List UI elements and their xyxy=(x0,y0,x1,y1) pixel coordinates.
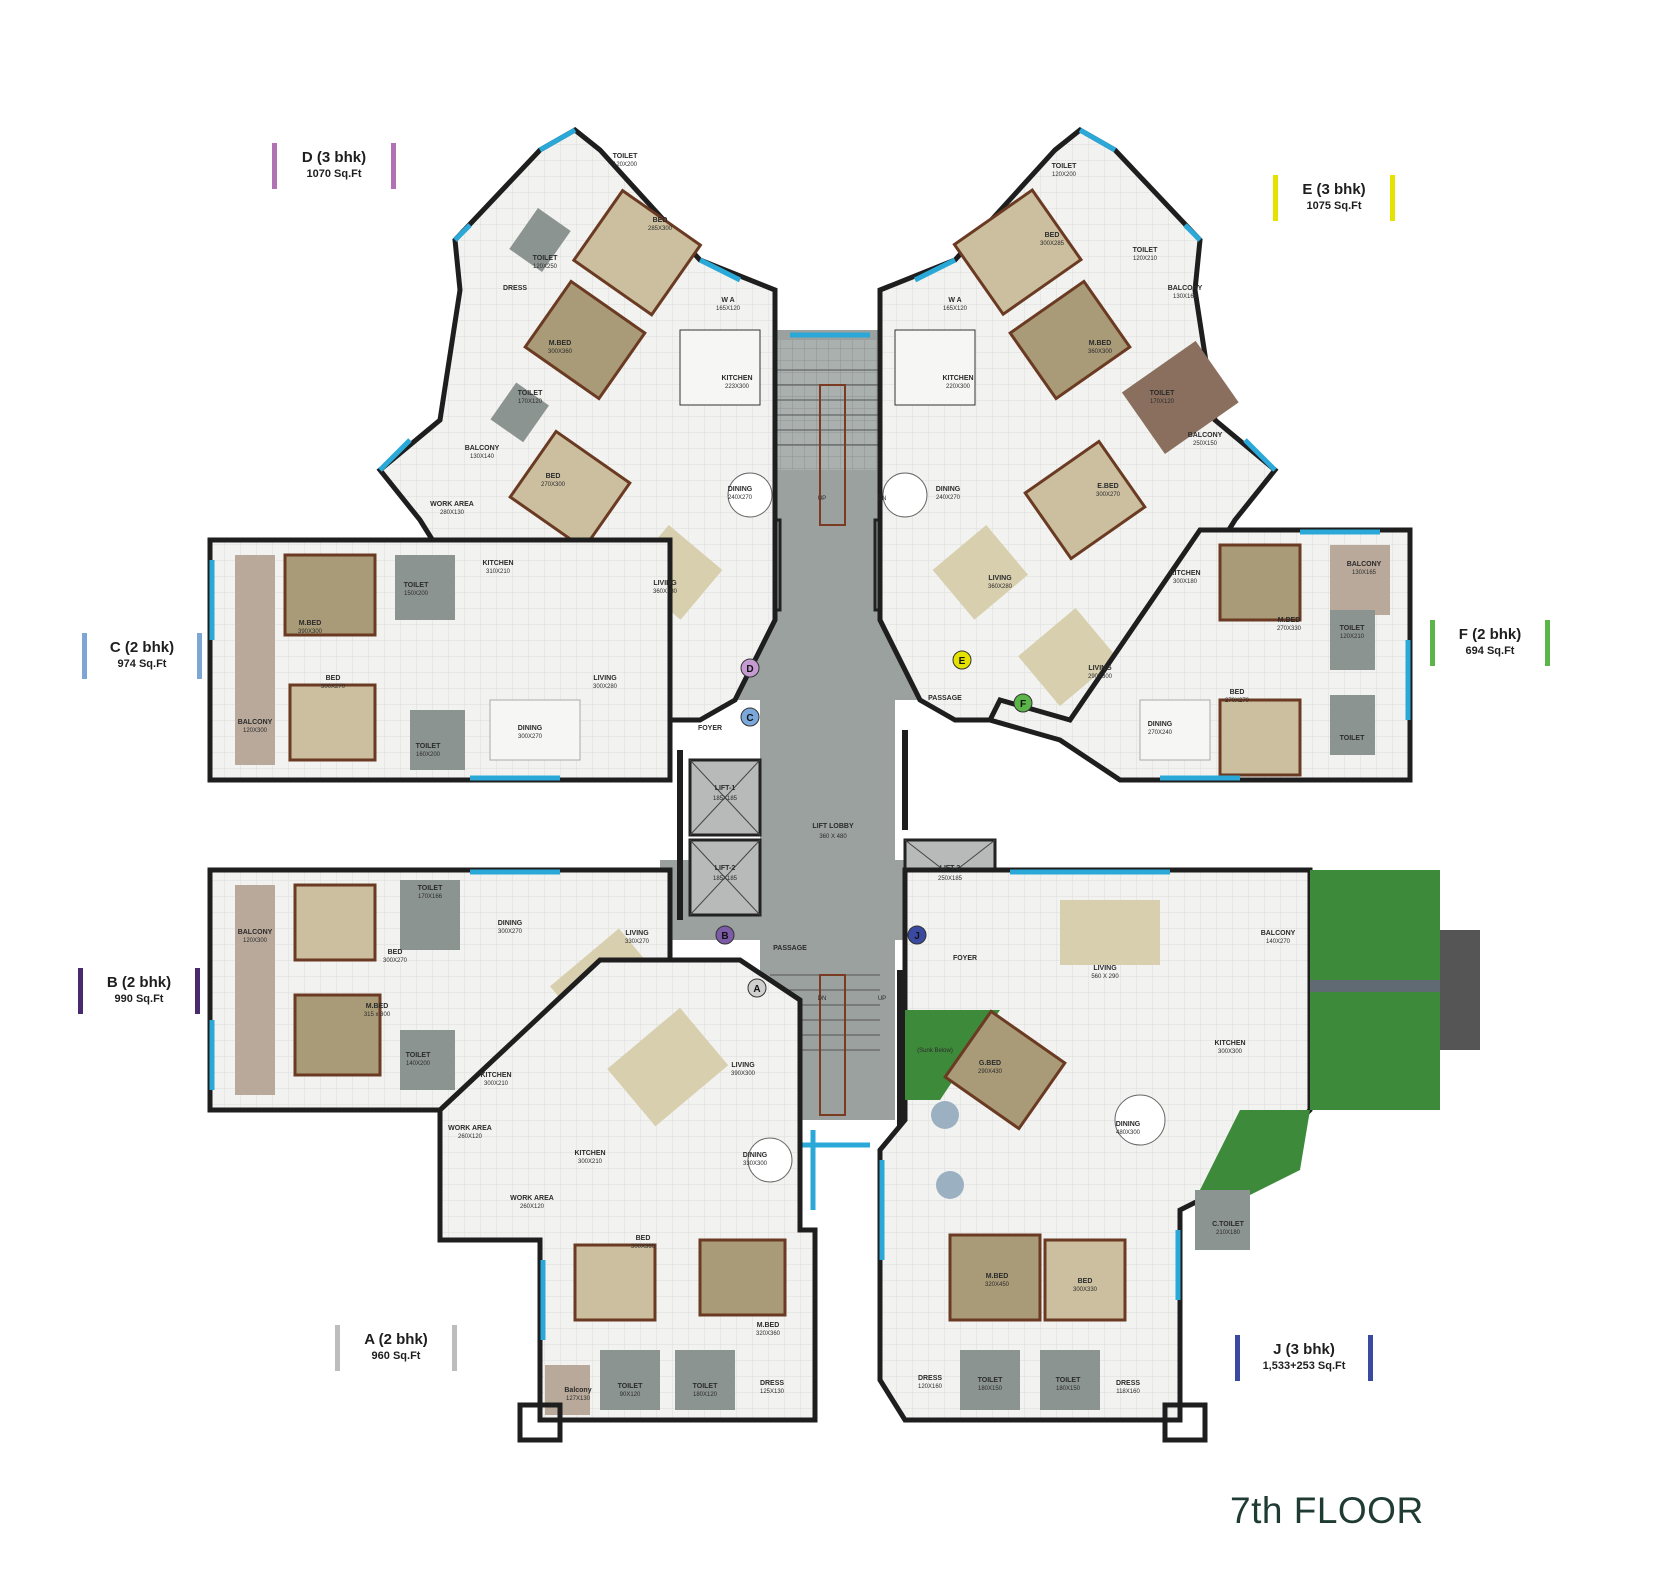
unit-d-type: D (3 bhk) xyxy=(301,149,367,166)
unit-f-plan xyxy=(986,527,1413,783)
unit-f-color-bar xyxy=(1545,620,1550,666)
unit-f-type: F (2 bhk) xyxy=(1458,626,1522,643)
unit-d-label: D (3 bhk) 1070 Sq.Ft xyxy=(272,143,396,189)
unit-b-color-bar xyxy=(78,968,83,1014)
unit-a-plan xyxy=(437,957,818,1443)
unit-b-label: B (2 bhk) 990 Sq.Ft xyxy=(78,968,200,1014)
unit-c-area: 974 Sq.Ft xyxy=(117,658,167,670)
unit-e-color-bar xyxy=(1273,175,1278,221)
unit-c-color-bar xyxy=(82,633,87,679)
unit-d-color-bar xyxy=(391,143,396,189)
unit-j-plan xyxy=(877,867,1480,1443)
unit-f-label: F (2 bhk) 694 Sq.Ft xyxy=(1430,620,1550,666)
unit-a-type: A (2 bhk) xyxy=(364,1331,428,1348)
unit-c-type: C (2 bhk) xyxy=(109,639,175,656)
unit-c-plan xyxy=(207,537,673,783)
unit-b-color-bar xyxy=(195,968,200,1014)
unit-e-color-bar xyxy=(1390,175,1395,221)
unit-e-type: E (3 bhk) xyxy=(1302,181,1366,198)
unit-j-color-bar xyxy=(1368,1335,1373,1381)
unit-d-color-bar xyxy=(272,143,277,189)
unit-a-area: 960 Sq.Ft xyxy=(371,1350,421,1362)
unit-f-color-bar xyxy=(1430,620,1435,666)
unit-e-area: 1075 Sq.Ft xyxy=(1306,200,1362,212)
unit-a-label: A (2 bhk) 960 Sq.Ft xyxy=(335,1325,457,1371)
unit-b-type: B (2 bhk) xyxy=(106,974,172,991)
unit-b-area: 990 Sq.Ft xyxy=(114,993,164,1005)
unit-c-color-bar xyxy=(197,633,202,679)
unit-f-area: 694 Sq.Ft xyxy=(1465,645,1515,657)
unit-c-label: C (2 bhk) 974 Sq.Ft xyxy=(82,633,202,679)
floor-title: 7th FLOOR xyxy=(1230,1490,1424,1531)
entry-markers xyxy=(715,650,1033,998)
unit-d-area: 1070 Sq.Ft xyxy=(306,168,362,180)
unit-a-color-bar xyxy=(452,1325,457,1371)
unit-e-label: E (3 bhk) 1075 Sq.Ft xyxy=(1273,175,1395,221)
unit-j-color-bar xyxy=(1235,1335,1240,1381)
unit-j-type: J (3 bhk) xyxy=(1273,1341,1335,1358)
unit-a-color-bar xyxy=(335,1325,340,1371)
unit-j-area: 1,533+253 Sq.Ft xyxy=(1262,1360,1346,1372)
unit-j-label: J (3 bhk) 1,533+253 Sq.Ft xyxy=(1235,1335,1373,1381)
